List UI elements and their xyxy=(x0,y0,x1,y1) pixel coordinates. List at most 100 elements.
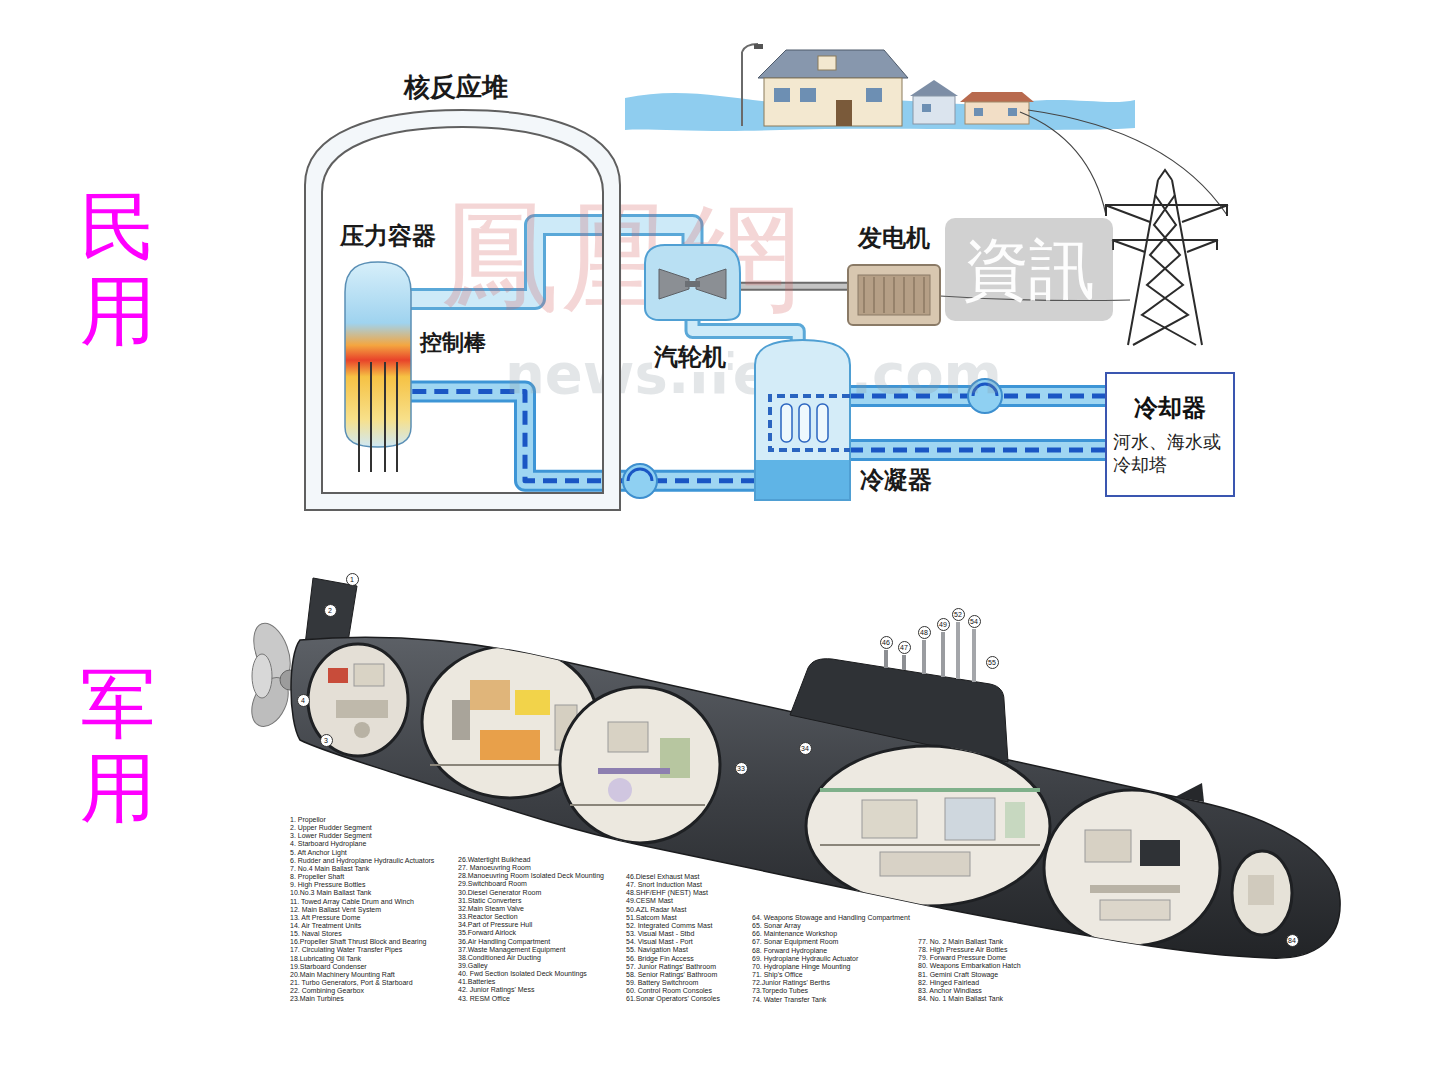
submarine-cutaway xyxy=(972,629,976,682)
watermark: 資訊 xyxy=(945,218,1113,321)
pressure-vessel-shape xyxy=(345,262,411,447)
submarine-cutaway xyxy=(245,578,1341,958)
submarine-cutaway xyxy=(902,655,906,670)
town-scene xyxy=(754,44,763,49)
cooling-pipe xyxy=(850,450,1105,451)
cooling-pipe xyxy=(850,448,1105,453)
legend-item: 49.CESM Mast xyxy=(626,897,673,905)
legend-item: 67. Sonar Equipment Room xyxy=(752,938,838,946)
submarine-cutaway xyxy=(1005,802,1025,838)
generator-shape xyxy=(913,277,915,313)
condenser-shape xyxy=(755,340,850,500)
pressure-vessel-shape xyxy=(345,262,411,447)
town-scene xyxy=(910,80,958,96)
submarine-cutaway xyxy=(884,650,888,668)
submarine-cutaway xyxy=(922,640,926,674)
legend-item: 9. High Pressure Bottles xyxy=(290,881,365,889)
category-label: 军用 xyxy=(80,662,156,829)
town-scene xyxy=(866,88,882,102)
legend-item: 55. Navigation Mast xyxy=(626,946,688,954)
town-scene xyxy=(758,50,908,78)
town-scene xyxy=(625,44,1135,131)
legend-item: 50.AZL Radar Mast xyxy=(626,906,686,914)
pressure-vessel-shape xyxy=(384,362,386,472)
steam-turbine-shape xyxy=(685,281,700,287)
condenser-shape xyxy=(817,404,828,442)
legend-item: 30.Diesel Generator Room xyxy=(458,889,541,897)
pressure-vessel-shape xyxy=(396,362,398,472)
pressure-vessel-shape xyxy=(370,362,372,472)
legend-item: 83. Anchor Windlass xyxy=(918,987,982,995)
legend-item: 7. No.4 Main Ballast Tank xyxy=(290,865,369,873)
legend-item: 6. Rudder and Hydroplane Hydraulic Actua… xyxy=(290,857,434,865)
legend-item: 82. Hinged Fairlead xyxy=(918,979,979,987)
generator: 发电机 xyxy=(848,265,940,325)
node-label: 压力容器 xyxy=(338,222,438,251)
submarine-cutaway xyxy=(608,722,648,752)
submarine-cutaway xyxy=(308,644,1292,946)
submarine-cutaway xyxy=(1232,851,1292,935)
legend-item: 28.Manoeuvring Room Isolated Deck Mounti… xyxy=(458,872,604,880)
generator-shape xyxy=(848,265,940,325)
submarine-cutaway xyxy=(480,730,540,760)
generator-shape xyxy=(873,277,875,313)
town-scene xyxy=(764,78,902,126)
submarine-cutaway xyxy=(252,654,272,698)
category-label: 民用 xyxy=(80,185,156,352)
town-scene xyxy=(974,108,983,116)
legend-item: 58. Senior Ratings' Bathroom xyxy=(626,971,717,979)
legend-item: 74. Water Transfer Tank xyxy=(752,996,826,1004)
submarine-cutaway xyxy=(515,690,550,715)
legend-item: 1. Propellor xyxy=(290,816,326,824)
feedwater-pipe xyxy=(411,392,755,481)
node-label: 发电机 xyxy=(856,224,932,253)
pump xyxy=(623,464,657,498)
town-scene xyxy=(818,56,836,70)
generator-shape xyxy=(858,275,930,315)
node-label: 冷凝器 xyxy=(858,466,934,495)
legend-item: 65. Sonar Array xyxy=(752,922,801,930)
steam-turbine-shape xyxy=(645,245,740,320)
legend-item: 14. Air Treatment Units xyxy=(290,922,361,930)
callout-number: 48 xyxy=(918,626,931,639)
legend-item: 79. Forward Pressure Dome xyxy=(918,954,1006,962)
town-scene xyxy=(1008,108,1017,116)
legend-item: 57. Junior Ratings' Bathroom xyxy=(626,963,716,971)
generator-shape xyxy=(863,277,865,313)
legend-item: 40. Fwd Section Isolated Deck Mountings xyxy=(458,970,587,978)
legend-item: 73.Torpedo Tubes xyxy=(752,987,808,995)
condenser-shape xyxy=(756,460,849,499)
transmission-pylon xyxy=(1105,170,1228,345)
submarine-cutaway xyxy=(1085,830,1131,862)
callout-number: 1 xyxy=(346,573,359,586)
town-scene xyxy=(922,104,931,112)
legend-item: 32.Main Steam Valve xyxy=(458,905,524,913)
cooler-box: 冷却器河水、海水或冷却塔 xyxy=(1105,372,1235,497)
callout-number: 2 xyxy=(324,604,337,617)
legend-item: 5. Aft Anchor Light xyxy=(290,849,347,857)
steam-turbine-shape xyxy=(659,269,689,299)
condenser-shape xyxy=(770,396,850,450)
condenser: 冷凝器 xyxy=(755,340,850,500)
generator-shape xyxy=(923,277,925,313)
legend-item: 11. Towed Array Cable Drum and Winch xyxy=(290,898,414,906)
submarine-cutaway xyxy=(598,768,670,774)
legend-item: 54. Visual Mast - Port xyxy=(626,938,693,946)
legend-item: 23.Main Turbines xyxy=(290,995,344,1003)
submarine-cutaway xyxy=(560,687,720,843)
callout-number: 33 xyxy=(735,762,748,775)
town-scene xyxy=(800,88,816,102)
callout-number: 54 xyxy=(968,615,981,628)
box-title: 冷却器 xyxy=(1113,393,1227,423)
legend-item: 68. Forward Hydroplane xyxy=(752,947,827,955)
containment-building-shape xyxy=(305,110,620,510)
callout-number: 55 xyxy=(986,656,999,669)
legend-item: 31.Static Converters xyxy=(458,897,521,905)
generator-shape xyxy=(893,277,895,313)
legend-item: 80. Weapons Embarkation Hatch xyxy=(918,962,1021,970)
watermark: news.ifeng.com xyxy=(505,343,1002,405)
legend-item: 22. Combining Gearbox xyxy=(290,987,364,995)
legend-item: 18.Lubricating Oil Tank xyxy=(290,955,361,963)
